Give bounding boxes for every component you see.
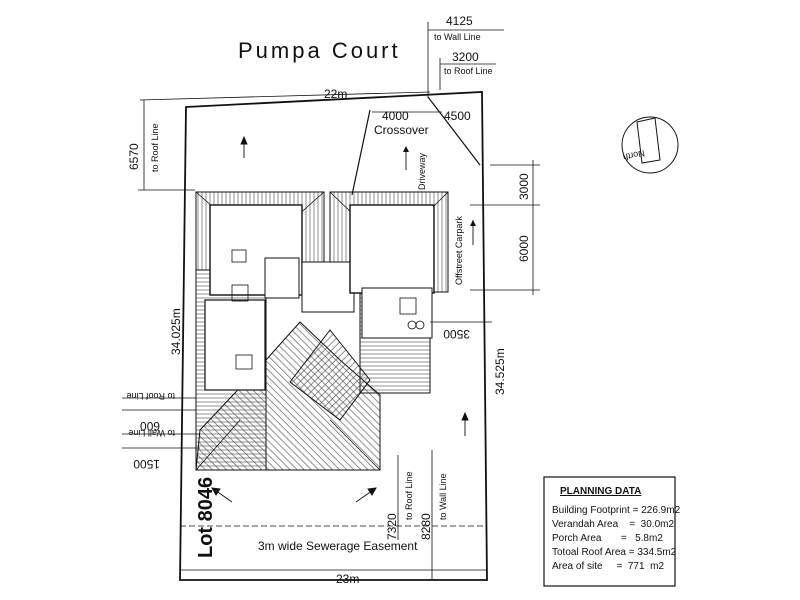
top-right-dimensions: 4125 to Wall Line 3200 to Roof Line <box>427 14 504 98</box>
svg-text:7320: 7320 <box>385 513 399 540</box>
svg-text:to Wall Line: to Wall Line <box>128 428 175 438</box>
svg-text:6000: 6000 <box>517 235 531 262</box>
left-depth-dimension: 34.025m <box>169 308 183 355</box>
planning-row: Building Footprint = 226.9m2 <box>552 505 681 516</box>
top-width-dimension: 22m <box>139 87 431 101</box>
svg-text:6570: 6570 <box>127 143 141 170</box>
carpark-dimensions: 3000 6000 3500 <box>430 160 540 341</box>
svg-text:to Roof Line: to Roof Line <box>444 66 493 76</box>
rear-setback-dimensions: 7320 to Roof Line 8280 to Wall Line <box>385 450 448 580</box>
svg-text:to Roof Line: to Roof Line <box>404 471 414 520</box>
front-setback-dimension: 6570 to Roof Line <box>127 100 195 191</box>
roof-line-dimension: 3200 <box>452 50 479 64</box>
right-depth-dimension: 34.525m <box>493 348 507 395</box>
svg-text:3000: 3000 <box>517 173 531 200</box>
house-roof-plan <box>195 191 449 471</box>
planning-row: Verandah Area = 30.0m2 <box>552 519 674 530</box>
driveway-label: Driveway <box>417 152 427 190</box>
svg-text:Crossover: Crossover <box>374 123 429 137</box>
direction-arrows <box>211 135 469 503</box>
svg-text:8280: 8280 <box>419 513 433 540</box>
planning-row: Totoal Roof Area = 334.5m2 <box>552 547 677 558</box>
planning-row: Porch Area = 5.8m2 <box>552 533 663 544</box>
svg-text:3500: 3500 <box>443 327 470 341</box>
street-name: Pumpa Court <box>238 38 401 63</box>
svg-text:North: North <box>622 148 646 162</box>
north-arrow: North <box>621 116 679 174</box>
planning-row: Area of site = 771 m2 <box>552 561 664 572</box>
carpark-label: Offstreet Carpark <box>454 216 464 285</box>
svg-text:to Roof Line: to Roof Line <box>150 123 160 172</box>
svg-text:22m: 22m <box>324 87 347 101</box>
svg-text:4500: 4500 <box>444 109 471 123</box>
bottom-width-dimension: 23m <box>336 572 359 586</box>
wall-line-dimension: 4125 <box>446 14 473 28</box>
svg-text:to Wall Line: to Wall Line <box>438 473 448 520</box>
left-setback-dimensions: to Roof Line 600 to Wall Line 1500 <box>122 391 200 471</box>
planning-data-box: PLANNING DATA Building Footprint = 226.9… <box>543 476 681 587</box>
svg-text:PLANNING DATA: PLANNING DATA <box>560 486 641 497</box>
svg-text:to Wall Line: to Wall Line <box>434 32 481 42</box>
svg-text:600: 600 <box>140 419 160 433</box>
svg-text:1500: 1500 <box>133 457 160 471</box>
svg-text:4000: 4000 <box>382 109 409 123</box>
lot-label: Lot 8046 <box>195 477 217 558</box>
crossover: 4000 4500 Crossover <box>351 96 481 196</box>
lot-boundary <box>179 91 488 581</box>
svg-text:to Roof Line: to Roof Line <box>126 391 175 401</box>
easement-label: 3m wide Sewerage Easement <box>258 539 418 553</box>
